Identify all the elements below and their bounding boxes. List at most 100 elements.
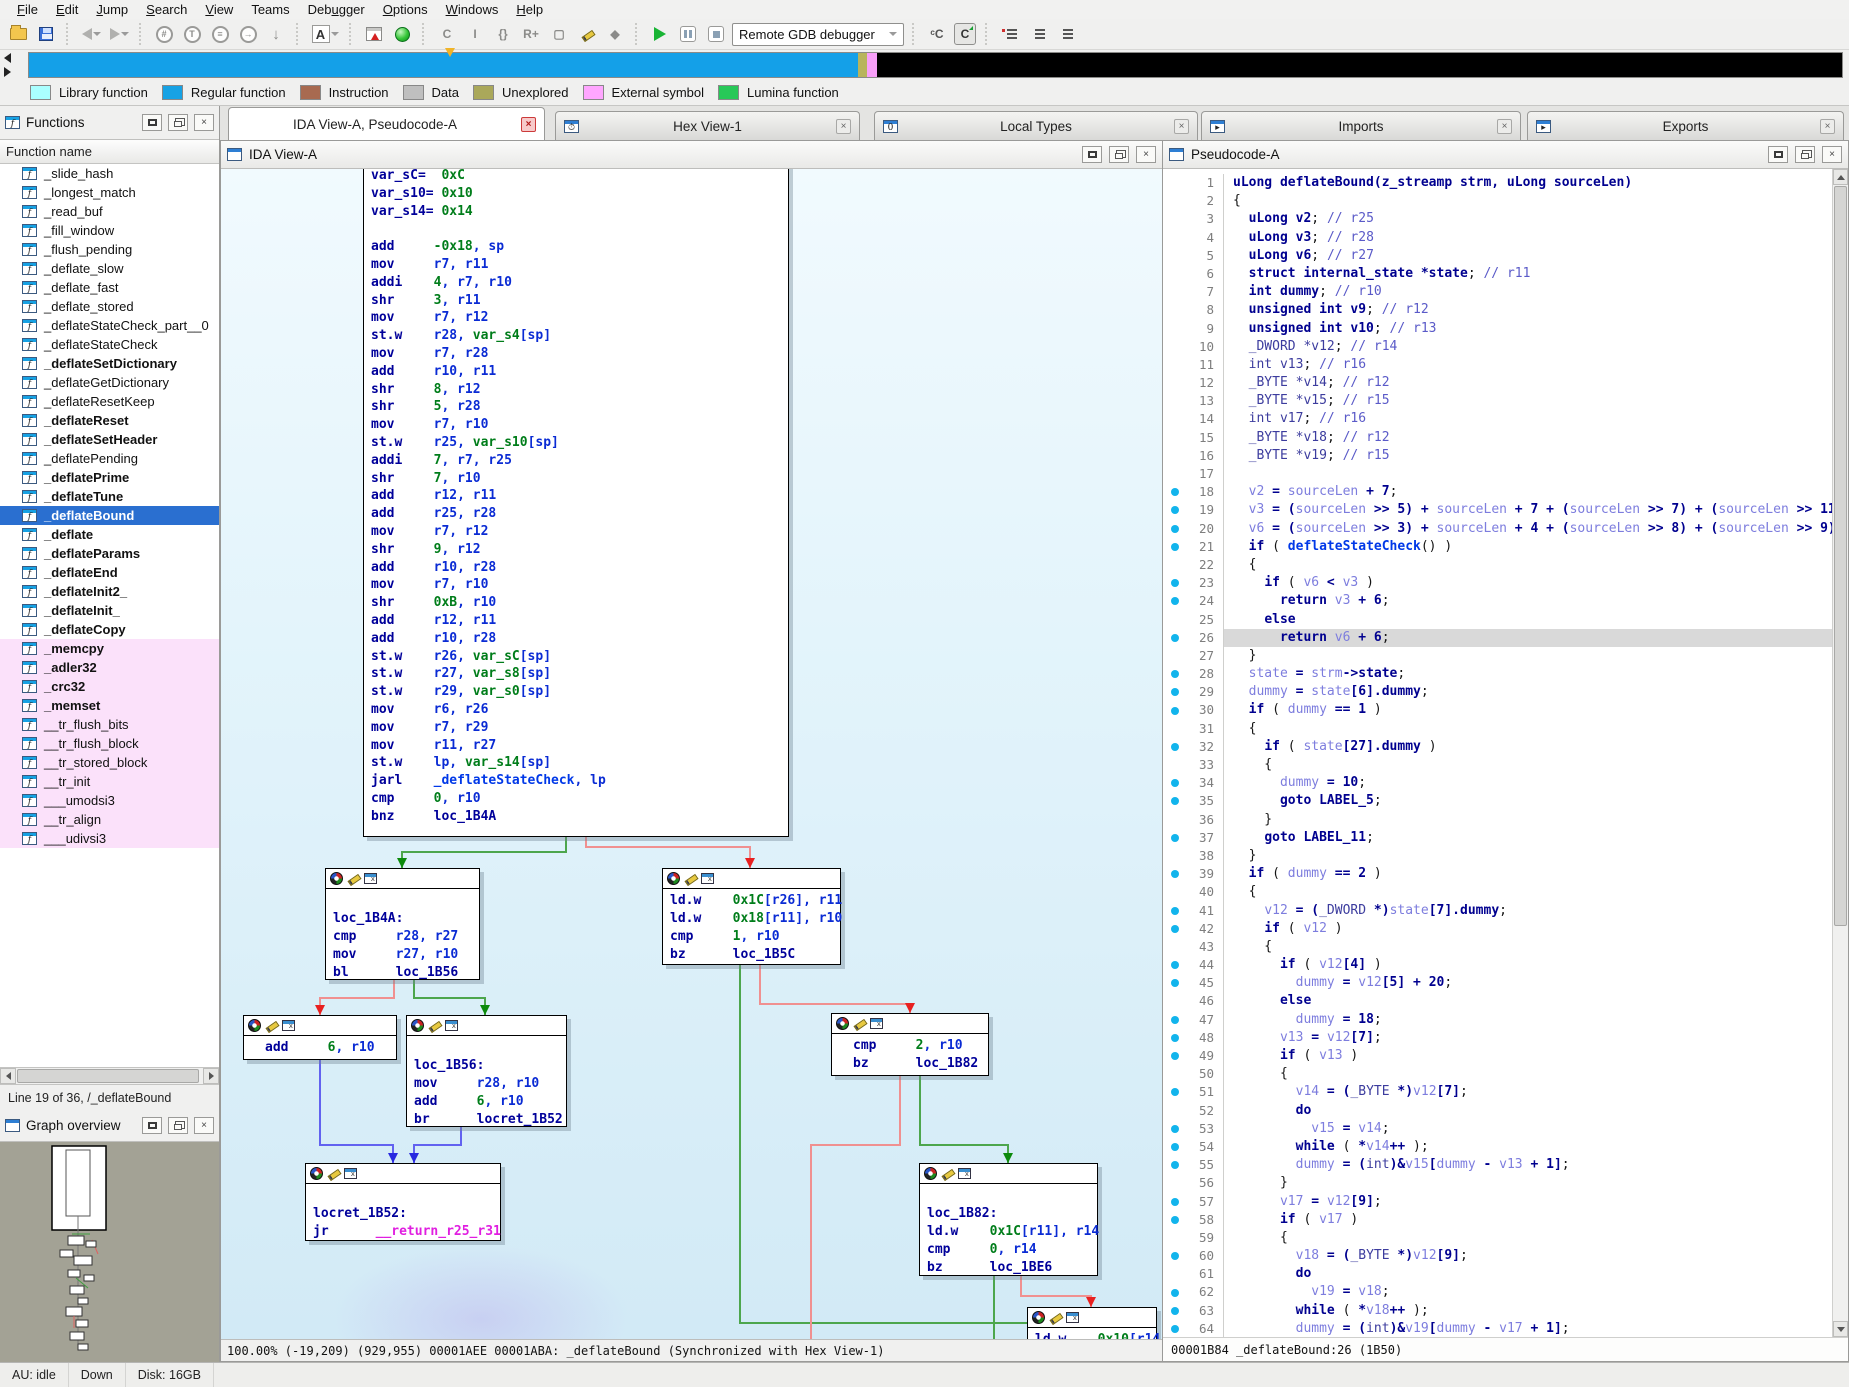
pseudocode-line[interactable]: 32 if ( state[27].dummy ) (1163, 737, 1832, 756)
node-color-wheel-icon[interactable] (667, 872, 680, 885)
close-button[interactable]: × (1136, 146, 1156, 163)
function-row[interactable]: f_deflateGetDictionary (0, 373, 219, 392)
pseudocode-line[interactable]: 56 } (1163, 1174, 1832, 1193)
pseudocode-line[interactable]: 40 { (1163, 883, 1832, 902)
tab-close-button[interactable]: × (521, 116, 536, 132)
function-row[interactable]: f_deflate_slow (0, 259, 219, 278)
node-color-wheel-icon[interactable] (411, 1019, 424, 1032)
pseudocode-line[interactable]: 3 uLong v2; // r25 (1163, 210, 1832, 229)
node-edit-icon[interactable] (265, 1019, 278, 1032)
pseudocode-line[interactable]: 16 _BYTE *v19; // r15 (1163, 446, 1832, 465)
pseudocode-line[interactable]: 37 goto LABEL_11; (1163, 828, 1832, 847)
pseudocode-line[interactable]: 57 v17 = v12[9]; (1163, 1192, 1832, 1211)
pseudocode-titlebar[interactable]: Pseudocode-A × (1163, 141, 1848, 169)
navigate-forward-button[interactable] (107, 22, 131, 46)
node-titlebar[interactable] (663, 869, 840, 889)
pseudocode-line[interactable]: 55 dummy = (int)&v15[dummy - v13 + 1]; (1163, 1156, 1832, 1175)
function-row[interactable]: f_deflateCopy (0, 620, 219, 639)
function-row[interactable]: f_deflateInit2_ (0, 582, 219, 601)
pseudocode-line[interactable]: 59 { (1163, 1228, 1832, 1248)
scroll-up-button[interactable] (1833, 169, 1848, 185)
pseudocode-vscrollbar[interactable] (1832, 169, 1848, 1337)
function-row[interactable]: f_deflateReset (0, 411, 219, 430)
pseudocode-line[interactable]: 52 do (1163, 1101, 1832, 1120)
pseudocode-line[interactable]: 19 v3 = (sourceLen >> 5) + sourceLen + 7… (1163, 501, 1832, 520)
node-window-icon[interactable] (445, 1020, 458, 1031)
tab-close-button[interactable]: × (1497, 118, 1512, 134)
function-row[interactable]: f_deflateResetKeep (0, 392, 219, 411)
save-button[interactable] (34, 22, 58, 46)
menu-edit[interactable]: Edit (55, 2, 79, 17)
pseudocode-line[interactable]: 63 while ( *v18++ ); (1163, 1301, 1832, 1320)
graph-node-node_partial[interactable]: ld.w 0x10[r14 (1027, 1307, 1160, 1339)
pseudocode-line[interactable]: 45 dummy = v12[5] + 20; (1163, 974, 1832, 993)
function-name-column-header[interactable]: Function name (0, 140, 219, 164)
pseudocode-line[interactable]: 47 dummy = 18; (1163, 1010, 1832, 1029)
graph-node-node_add6[interactable]: add 6, r10 (243, 1015, 397, 1060)
function-row[interactable]: f_deflateEnd (0, 563, 219, 582)
function-row[interactable]: f_crc32 (0, 677, 219, 696)
menu-teams[interactable]: Teams (251, 2, 290, 17)
node-titlebar[interactable] (920, 1164, 1097, 1184)
jump-segment-button[interactable]: ≡ (208, 22, 232, 46)
node-titlebar[interactable] (306, 1164, 500, 1184)
node-edit-icon[interactable] (327, 1167, 340, 1180)
restore-button[interactable] (168, 1117, 188, 1134)
menu-debugger[interactable]: Debugger (307, 2, 365, 17)
function-row[interactable]: f__tr_init (0, 772, 219, 791)
maximize-button[interactable] (1082, 146, 1102, 163)
pseudocode-line[interactable]: 30 if ( dummy == 1 ) (1163, 701, 1832, 720)
function-row[interactable]: f_deflatePrime (0, 468, 219, 487)
menu-options[interactable]: Options (382, 2, 428, 17)
node-window-icon[interactable] (344, 1168, 357, 1179)
maximize-button[interactable] (142, 114, 162, 131)
scroll-left-button[interactable] (0, 1068, 16, 1084)
node-window-icon[interactable] (870, 1018, 883, 1029)
debugger-start-button[interactable] (648, 22, 672, 46)
function-row[interactable]: f_deflateSetDictionary (0, 354, 219, 373)
function-row[interactable]: f__tr_flush_bits (0, 715, 219, 734)
types-tool-button[interactable]: R+ (519, 22, 543, 46)
restore-button[interactable] (1109, 146, 1129, 163)
graph-overview-minimap[interactable] (0, 1142, 219, 1362)
menu-jump[interactable]: Jump (96, 2, 129, 17)
pseudocode-line[interactable]: 29 dummy = state[6].dummy; (1163, 683, 1832, 702)
function-row[interactable]: f_deflateTune (0, 487, 219, 506)
pseudocode-line[interactable]: 61 do (1163, 1265, 1832, 1284)
function-row[interactable]: f_memcpy (0, 639, 219, 658)
function-row[interactable]: f_fill_window (0, 221, 219, 240)
debugger-pause-button[interactable] (676, 22, 700, 46)
function-row[interactable]: f_deflateStateCheck (0, 335, 219, 354)
tab-exports[interactable]: ▸Exports× (1527, 111, 1844, 140)
compile-c-button[interactable]: C (953, 22, 977, 46)
maximize-button[interactable] (1768, 146, 1788, 163)
pseudocode-line[interactable]: 8 unsigned int v9; // r12 (1163, 301, 1832, 320)
close-button[interactable]: × (1822, 146, 1842, 163)
tab-ida-view-a-pseudocode-a[interactable]: IDA View-A, Pseudocode-A× (228, 107, 545, 140)
scroll-down-button[interactable] (1833, 1321, 1848, 1337)
node-edit-icon[interactable] (428, 1019, 441, 1032)
tab-hex-view-1[interactable]: ⏱Hex View-1× (555, 111, 860, 140)
node-color-wheel-icon[interactable] (310, 1167, 323, 1180)
node-color-wheel-icon[interactable] (248, 1019, 261, 1032)
navband-strip[interactable] (28, 52, 1843, 78)
pseudocode-line[interactable]: 41 v12 = (_DWORD *)state[7].dummy; (1163, 901, 1832, 920)
navband-segment-2[interactable] (867, 53, 877, 77)
trace-list-button[interactable] (1026, 22, 1050, 46)
function-row[interactable]: f_longest_match (0, 183, 219, 202)
menu-file[interactable]: File (17, 2, 38, 17)
window-tool-button[interactable]: ▢ (547, 22, 571, 46)
node-edit-icon[interactable] (853, 1017, 866, 1030)
ida-view-titlebar[interactable]: IDA View-A × (221, 141, 1162, 169)
function-row[interactable]: f_deflateStateCheck_part__0 (0, 316, 219, 335)
function-row[interactable]: f_deflate_fast (0, 278, 219, 297)
function-row[interactable]: f_memset (0, 696, 219, 715)
pseudocode-line[interactable]: 4 uLong v3; // r28 (1163, 228, 1832, 247)
menu-search[interactable]: Search (146, 2, 188, 17)
pseudocode-line[interactable]: 23 if ( v6 < v3 ) (1163, 574, 1832, 593)
graph-node-locret_1B52[interactable]: locret_1B52:jr __return_r25_r31 (305, 1163, 501, 1241)
pseudocode-line[interactable]: 48 v13 = v12[7]; (1163, 1028, 1832, 1047)
